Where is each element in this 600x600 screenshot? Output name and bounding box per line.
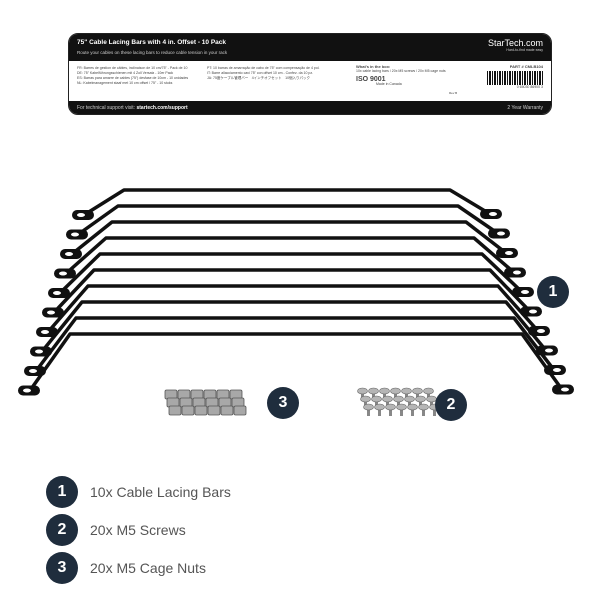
- screw-head: [423, 387, 434, 395]
- screw-head: [404, 395, 415, 403]
- screw-shaft: [422, 407, 425, 416]
- lacing-bar: [58, 252, 524, 295]
- lacing-bar: [46, 284, 540, 334]
- eyelet-hole: [59, 271, 67, 276]
- cage-nut: [181, 405, 195, 416]
- screw-head: [390, 387, 401, 395]
- screw-head: [374, 403, 385, 411]
- screw-shaft: [378, 407, 381, 416]
- label-title: 75" Cable Lacing Bars with 4 in. Offset …: [77, 39, 227, 46]
- screw-shaft: [411, 407, 414, 416]
- screw-shaft: [433, 407, 436, 416]
- lacing-bar: [64, 236, 516, 275]
- lacing-bar: [34, 316, 556, 373]
- screw-head: [360, 395, 371, 403]
- screw-shaft: [419, 399, 422, 408]
- label-subtitle: Route your cables on these lacing bars t…: [77, 50, 228, 55]
- screw-head: [363, 403, 374, 411]
- cage-nut: [168, 405, 182, 416]
- screw-shaft: [430, 399, 433, 408]
- screw-head: [382, 395, 393, 403]
- screw-head: [385, 403, 396, 411]
- barcode: [487, 71, 543, 85]
- eyelet-hole: [53, 291, 61, 295]
- screw-shaft: [400, 407, 403, 416]
- screw-shaft: [383, 391, 386, 400]
- eyelet-hole: [65, 252, 73, 256]
- list-item: 20x M5 Screws: [90, 522, 186, 538]
- screw-shaft: [389, 407, 392, 416]
- screw-shaft: [367, 407, 370, 416]
- eyelet-hole: [553, 368, 561, 372]
- screw-shaft: [372, 391, 375, 400]
- iso-mark: ISO 9001: [356, 76, 386, 83]
- lacing-bar: [83, 188, 491, 217]
- lacing-bar: [76, 204, 499, 236]
- list-item: 10x Cable Lacing Bars: [90, 484, 231, 500]
- screw-shaft: [397, 399, 400, 408]
- cage-nut: [220, 405, 234, 416]
- screw-head: [418, 403, 429, 411]
- screw-head: [415, 395, 426, 403]
- screw-head: [379, 387, 390, 395]
- revision: Rev B: [449, 91, 458, 95]
- eyelet-hole: [513, 270, 521, 275]
- screw-shaft: [408, 399, 411, 408]
- eyelet-hole: [77, 213, 85, 217]
- screw-shaft: [416, 391, 419, 400]
- lacing-bar: [52, 268, 532, 314]
- eyelet-hole: [71, 232, 79, 237]
- lacing-bar: [28, 332, 564, 392]
- callout-badge: 2: [435, 389, 467, 421]
- callout-badge: 1: [537, 276, 569, 308]
- screw-shaft: [364, 399, 367, 408]
- eyelet-hole: [505, 251, 513, 255]
- translations-left: FR: Barres de gestion de câbles, inclina…: [77, 66, 189, 85]
- list-badge: 3: [46, 552, 78, 584]
- screw-shaft: [375, 399, 378, 408]
- eyelet-hole: [529, 309, 537, 314]
- eyelet-hole: [489, 212, 497, 216]
- screw-head: [368, 387, 379, 395]
- eyelet-hole: [521, 290, 529, 294]
- part-number: PART # CMLB104 0 65030 86900 3: [487, 64, 543, 90]
- box-contents: What's in the box: 10x cable lacing bars…: [356, 64, 446, 86]
- list-badge: 2: [46, 514, 78, 546]
- screw-head: [412, 387, 423, 395]
- lacing-bar: [70, 220, 508, 256]
- screw-shaft: [427, 391, 430, 400]
- translations-right: PT: 10 barras de amarração de cabo de 75…: [207, 66, 320, 80]
- lacing-bar: [40, 300, 548, 353]
- screw-head: [371, 395, 382, 403]
- eyelet-hole: [41, 330, 49, 334]
- product-label: 75" Cable Lacing Bars with 4 in. Offset …: [68, 33, 552, 115]
- eyelet-hole: [23, 388, 31, 393]
- eyelet-hole: [561, 387, 569, 392]
- eyelet-hole: [545, 348, 553, 353]
- label-header: 75" Cable Lacing Bars with 4 in. Offset …: [69, 34, 551, 61]
- cage-nut: [194, 405, 208, 416]
- screw-shaft: [405, 391, 408, 400]
- screw-shaft: [361, 391, 364, 400]
- eyelet-hole: [47, 310, 55, 315]
- eyelet-hole: [35, 349, 43, 354]
- eyelet-hole: [537, 329, 545, 333]
- screw-shaft: [394, 391, 397, 400]
- screw-head: [401, 387, 412, 395]
- eyelet-hole: [29, 369, 37, 373]
- screw-head: [393, 395, 404, 403]
- cage-nut: [233, 405, 247, 416]
- list-badge: 1: [46, 476, 78, 508]
- screw-head: [357, 387, 368, 395]
- list-item: 20x M5 Cage Nuts: [90, 560, 206, 576]
- screw-head: [407, 403, 418, 411]
- eyelet-hole: [497, 231, 505, 236]
- screw-head: [396, 403, 407, 411]
- cage-nut: [207, 405, 221, 416]
- screw-shaft: [386, 399, 389, 408]
- label-footer: For technical support visit: startech.co…: [69, 101, 551, 114]
- callout-badge: 3: [267, 387, 299, 419]
